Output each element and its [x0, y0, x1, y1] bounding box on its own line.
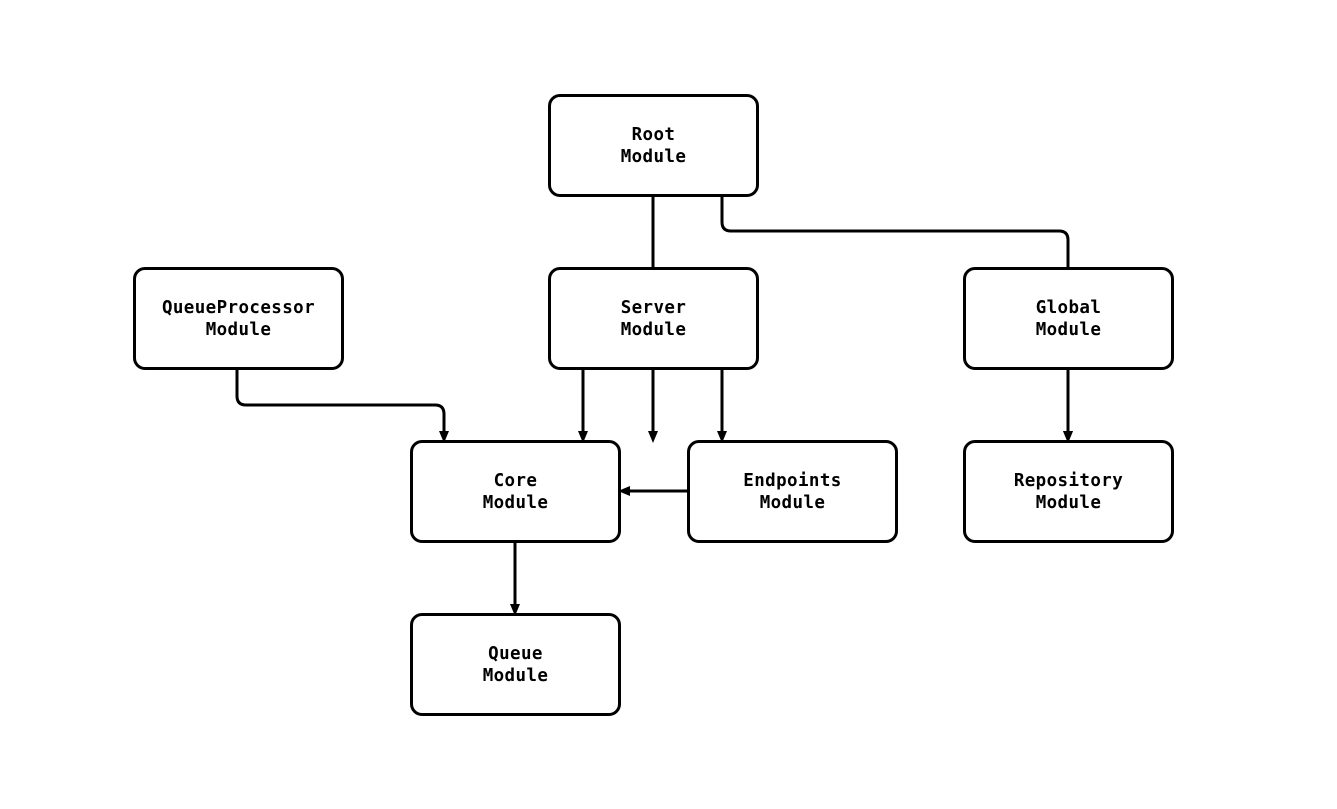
node-label-primary: Queue	[488, 643, 543, 664]
node-label-primary: Global	[1035, 297, 1102, 318]
edge-paths	[235, 197, 1073, 616]
node-label-secondary: Module	[759, 492, 826, 513]
edge-queueprocessor-to-core	[235, 370, 449, 443]
node-label-secondary: Module	[205, 319, 272, 340]
node-label-secondary: Module	[620, 146, 687, 167]
node-label-primary: Repository	[1013, 470, 1124, 491]
node-label-secondary: Module	[482, 665, 549, 686]
node-label-secondary: Module	[620, 319, 687, 340]
node-label-secondary: Module	[482, 492, 549, 513]
node-label-primary: Root	[631, 124, 676, 145]
node-label-primary: Endpoints	[743, 470, 842, 491]
node-label-primary: QueueProcessor	[161, 297, 316, 318]
node-label-primary: Core	[493, 470, 538, 491]
node-label-secondary: Module	[1035, 492, 1102, 513]
node-label-secondary: Module	[1035, 319, 1102, 340]
node-label-primary: Server	[620, 297, 687, 318]
